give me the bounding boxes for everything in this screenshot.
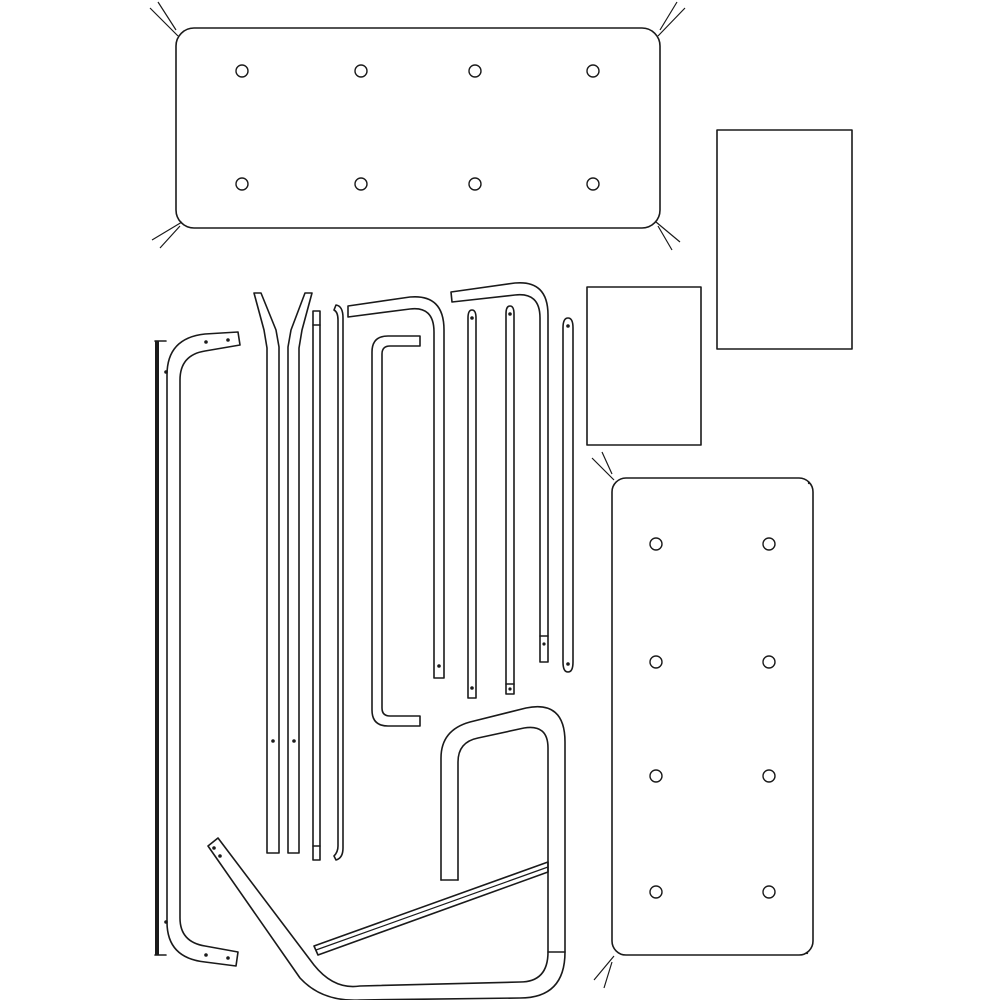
- tube-hook-long: [347, 296, 445, 679]
- rod-thin-a: [312, 310, 321, 861]
- rod-pin-c: [562, 317, 574, 673]
- tube-hook-short: [450, 282, 549, 663]
- rod-pin-b: [505, 305, 515, 695]
- leg-forked-b: [287, 292, 313, 854]
- tabletop-lower-holes: [649, 537, 776, 899]
- leg-forked-a: [253, 292, 280, 854]
- tube-bracket: [371, 335, 421, 727]
- tabletop-upper-holes: [235, 64, 600, 191]
- panel-rect-large: [716, 129, 853, 350]
- rod-thin-b: [333, 304, 344, 861]
- frame-c-tube: [154, 331, 241, 967]
- rod-pin-a: [467, 309, 477, 699]
- panel-rect-small: [586, 286, 702, 446]
- tabletop-lower-corner-marks: [591, 451, 811, 989]
- frame-u-loop: [440, 706, 566, 953]
- tabletop-upper-corner-marks: [149, 1, 686, 251]
- frame-bottom-brace: [207, 837, 566, 1000]
- tabletop-upper: [149, 1, 686, 251]
- tabletop-lower: [591, 451, 814, 989]
